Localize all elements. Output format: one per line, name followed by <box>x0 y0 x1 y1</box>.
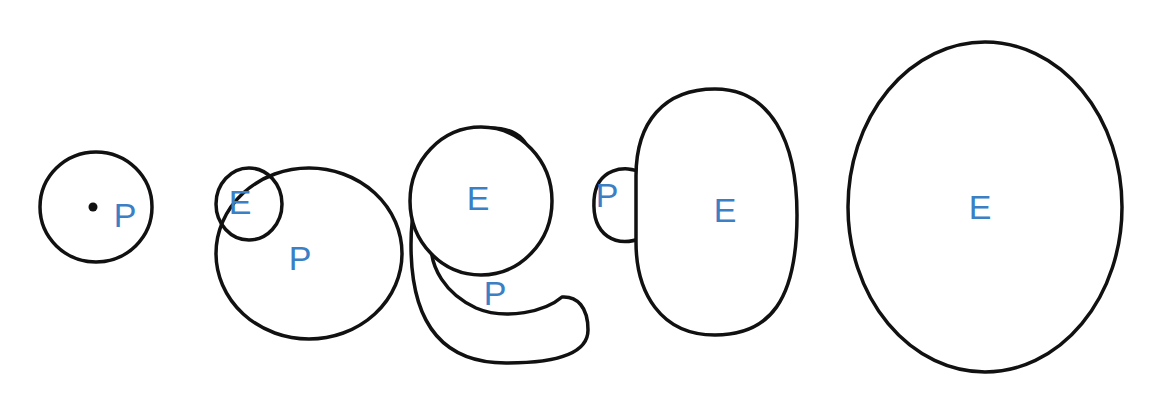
stage-letter: P <box>114 198 137 232</box>
cell-circle-outline <box>38 150 154 264</box>
stage-letter: E <box>714 193 737 227</box>
stage-letter: P <box>484 276 507 310</box>
cup-shape-outline <box>372 90 672 240</box>
outline-path <box>636 89 797 335</box>
nucleus-dot <box>89 203 98 212</box>
inner-circle: E <box>214 166 284 242</box>
inner-circle: E <box>408 125 554 277</box>
small-blob: P <box>590 165 642 247</box>
stage-letter: P <box>289 241 312 275</box>
outline-path <box>40 152 152 262</box>
outline-path <box>216 168 282 240</box>
outline-path <box>216 168 402 339</box>
outline-path <box>411 128 588 363</box>
stage-letter: E <box>467 181 490 215</box>
outer-circle: EP <box>172 122 362 297</box>
cell-circle: P <box>38 150 154 264</box>
large-circle: E <box>846 40 1124 374</box>
stage-letter: P <box>596 178 619 212</box>
outline-path <box>410 127 552 275</box>
outline-path <box>848 42 1122 372</box>
cup-shape: EP <box>372 90 556 332</box>
large-blob: E <box>632 86 800 338</box>
stage-letter: E <box>969 190 992 224</box>
stage-letter: E <box>229 185 252 219</box>
